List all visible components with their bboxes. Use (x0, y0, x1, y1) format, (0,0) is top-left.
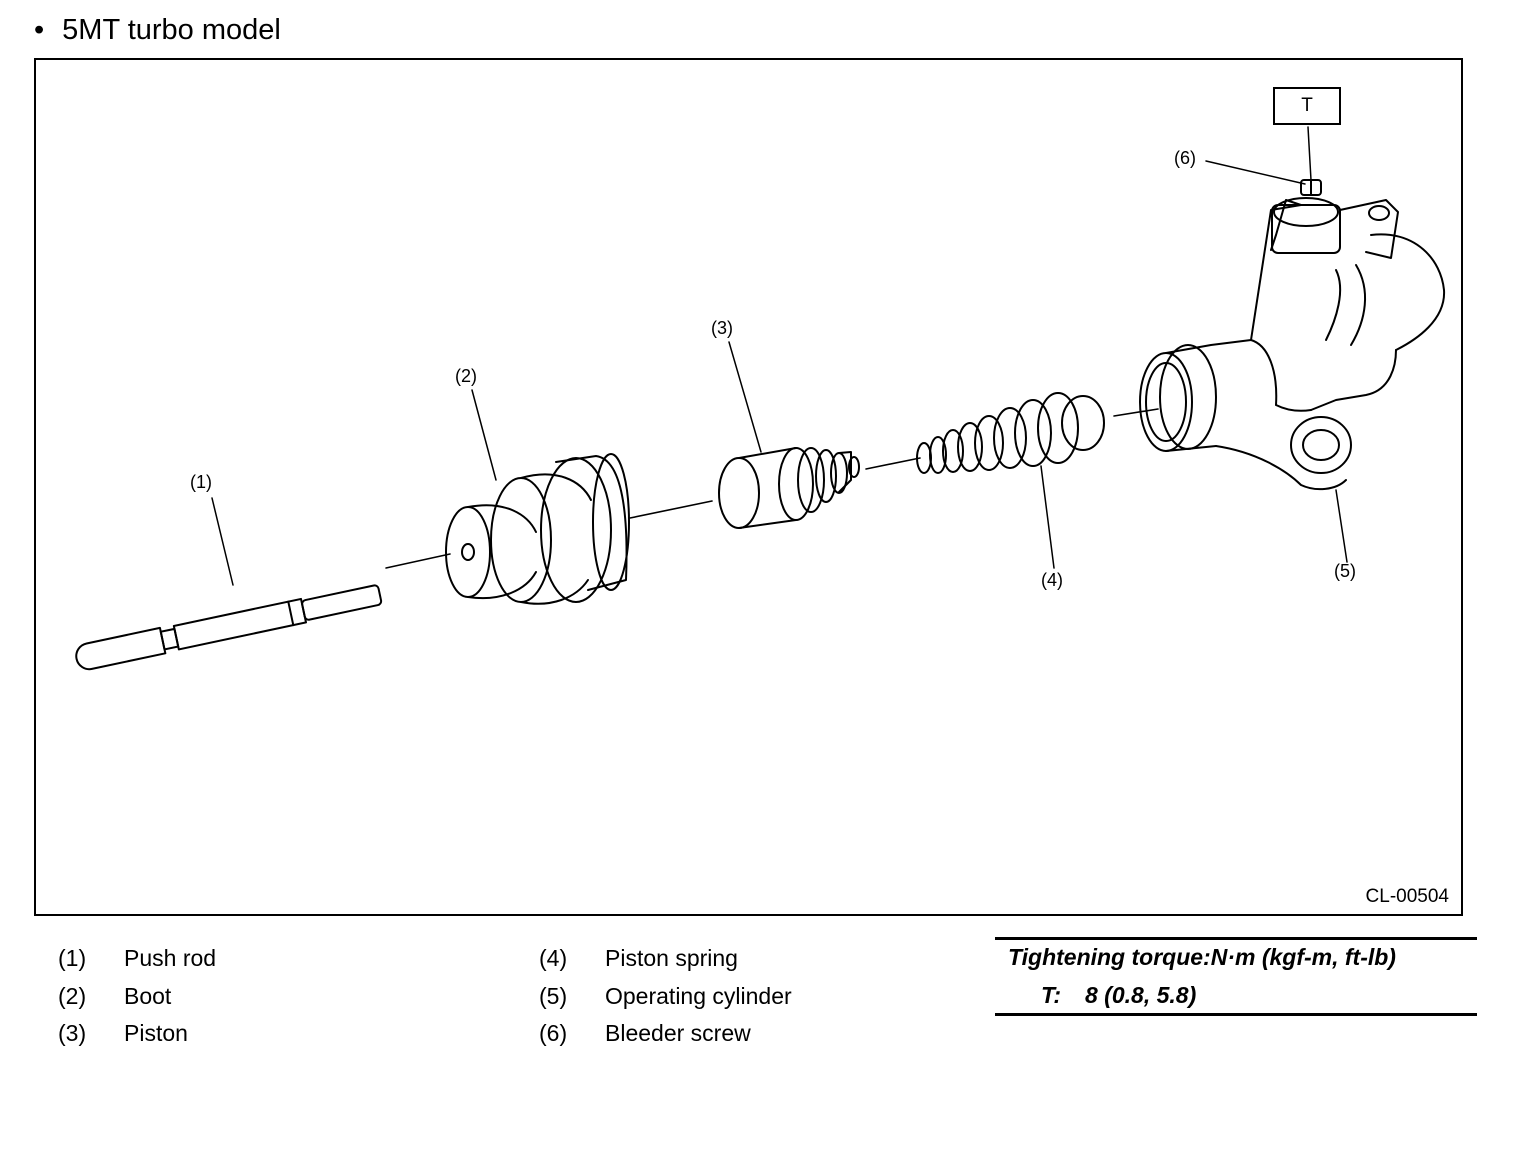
legend-label: Push rod (124, 945, 217, 971)
callout-leaders (211, 126, 1348, 586)
figure-id: CL-00504 (1365, 886, 1449, 907)
callout-boot: (2) (455, 366, 477, 386)
exploded-view-figure: T (1) (2) (3) (4) (5) (6) CL-00504 (34, 58, 1463, 916)
legend-label: Boot (124, 982, 172, 1009)
heading-text: 5MT turbo model (62, 14, 281, 46)
torque-marker-box: T (1273, 87, 1341, 125)
legend-number: (6) (539, 1020, 568, 1046)
callout-piston-spring: (4) (1041, 570, 1063, 590)
legend-number: (4) (539, 945, 568, 971)
legend-item: (3) Piston (58, 1015, 216, 1053)
assembly-axis-lines (385, 408, 1159, 569)
bleeder-screw-shape (1300, 179, 1322, 196)
legend-label: Piston (124, 1020, 188, 1046)
callout-operating-cylinder: (5) (1334, 561, 1356, 581)
heading-bullet: • (34, 14, 45, 46)
exploded-view-drawing (75, 126, 1446, 671)
torque-title: Tightening torque:N·m (kgf-m, ft-lb) (1008, 944, 1396, 970)
legend-number: (3) (58, 1020, 87, 1046)
torque-code: T: (1041, 982, 1062, 1008)
torque-value: 8 (0.8, 5.8) (1085, 982, 1197, 1008)
legend-label: Operating cylinder (605, 982, 792, 1009)
legend-number: (5) (539, 982, 568, 1009)
piston-shape (718, 447, 860, 529)
legend-item: (1) Push rod (58, 940, 216, 978)
legend-number: (1) (58, 945, 87, 971)
legend-item: (5) Operating cylinder (539, 978, 792, 1016)
callout-push-rod: (1) (190, 472, 212, 492)
legend-item: (2) Boot (58, 978, 216, 1016)
callout-bleeder-screw: (6) (1174, 148, 1196, 168)
callout-piston: (3) (711, 318, 733, 338)
legend-label: Bleeder screw (605, 1020, 751, 1046)
piston-spring-shape (916, 392, 1105, 474)
torque-row: T: 8 (0.8, 5.8) (1041, 982, 1196, 1009)
legend-column-right: (4) Piston spring (5) Operating cylinder (… (539, 940, 792, 1053)
push-rod-shape (75, 584, 383, 671)
legend-column-left: (1) Push rod (2) Boot (3) Piston (58, 940, 216, 1053)
operating-cylinder-shape (1139, 197, 1446, 491)
section-heading: • 5MT turbo model (34, 10, 281, 50)
tightening-torque-table: Tightening torque:N·m (kgf-m, ft-lb) T: 8… (995, 937, 1477, 1016)
legend-item: (6) Bleeder screw (539, 1015, 792, 1053)
legend-label: Piston spring (605, 945, 738, 971)
legend-item: (4) Piston spring (539, 940, 792, 978)
legend-number: (2) (58, 982, 87, 1009)
boot-shape (445, 453, 630, 605)
